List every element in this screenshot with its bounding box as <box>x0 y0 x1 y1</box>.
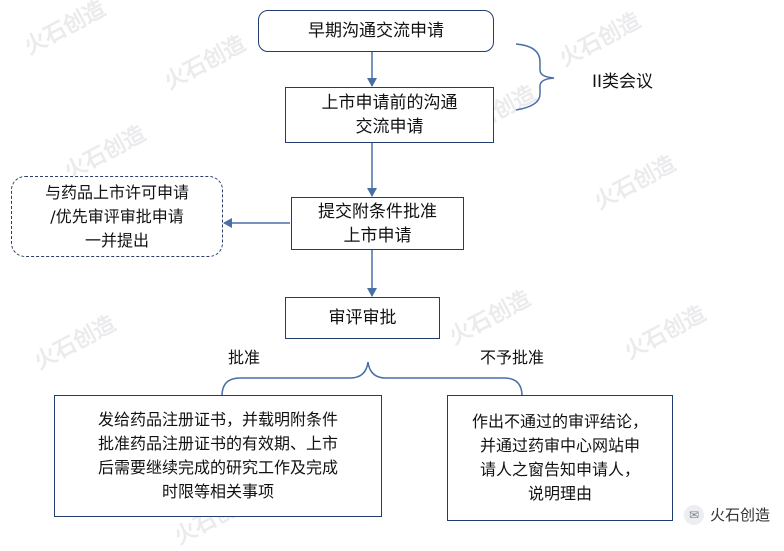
combined-submission-note: 与药品上市许可申请 /优先审评审批申请 一并提出 <box>11 176 223 257</box>
meeting-type-label: II类会议 <box>592 72 654 92</box>
wechat-icon: ✉ <box>683 504 704 525</box>
node-label: 发给药品注册证书，并载明附条件 <box>97 410 338 429</box>
rejected-branch-label: 不予批准 <box>480 348 545 367</box>
node-label: 早期沟通交流申请 <box>308 21 444 41</box>
rejection-outcome-node: 作出不通过的审评结论， 并通过药审中心网站申 请人之窗告知申请人， 说明理由 <box>447 395 673 521</box>
meeting-brace <box>515 43 555 111</box>
node-label: 说明理由 <box>527 484 592 503</box>
node-label: 交流申请 <box>355 117 424 137</box>
early-communication-node: 早期沟通交流申请 <box>258 10 494 52</box>
node-label: 时限等相关事项 <box>161 482 274 501</box>
node-label: 后需要继续完成的研究工作及完成 <box>97 458 338 477</box>
node-label: /优先审评审批申请 <box>50 206 184 226</box>
node-label: 作出不通过的审评结论， <box>471 412 648 431</box>
node-label: 提交附条件批准 <box>318 201 437 222</box>
conditional-approval-submission-node: 提交附条件批准 上市申请 <box>291 197 464 250</box>
approval-outcome-node: 发给药品注册证书，并载明附条件 批准药品注册证书的有效期、上市 后需要继续完成的… <box>54 395 382 517</box>
node-label: 审评审批 <box>328 308 397 328</box>
node-label: 上市申请前的沟通 <box>321 93 458 113</box>
node-label: 并通过药审中心网站申 <box>479 436 640 455</box>
split-brace <box>221 361 523 397</box>
node-label: 请人之窗告知申请人， <box>479 460 640 479</box>
node-label: 批准药品注册证书的有效期、上市 <box>97 434 338 453</box>
brand-name: 火石创造 <box>709 506 770 524</box>
node-label: 与药品上市许可申请 <box>44 182 189 202</box>
node-label: 上市申请 <box>343 225 412 246</box>
node-label: 一并提出 <box>84 230 149 250</box>
review-approval-node: 审评审批 <box>285 297 440 339</box>
pre-market-communication-node: 上市申请前的沟通 交流申请 <box>285 87 494 143</box>
brand-logo: ✉ 火石创造 <box>683 504 770 525</box>
approved-branch-label: 批准 <box>228 348 261 367</box>
